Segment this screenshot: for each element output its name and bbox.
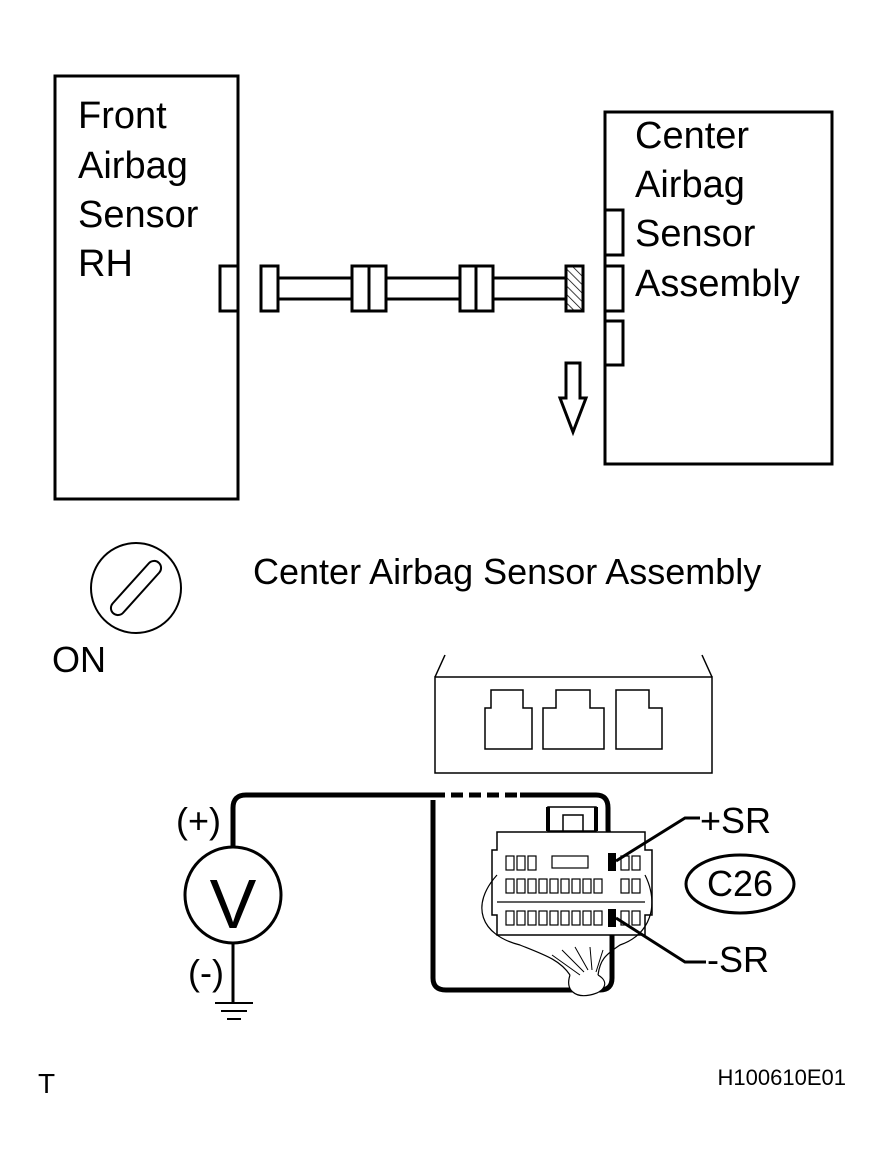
harness-disconnected-connector <box>564 264 585 313</box>
connector-id-badge: C26 <box>684 853 796 915</box>
front-sensor-label-line4: RH <box>78 243 133 285</box>
down-arrow-icon <box>557 361 589 437</box>
harness-junction-connector-2 <box>458 264 495 313</box>
center-airbag-sensor-assembly: Center Airbag Sensor Assembly <box>603 110 834 466</box>
voltmeter-symbol: V <box>210 865 257 943</box>
wire-harness <box>259 264 585 313</box>
voltmeter-positive-label: (+) <box>176 800 221 841</box>
center-sensor-label-line2: Airbag <box>635 164 745 206</box>
harness-junction-connector-1 <box>350 264 388 313</box>
center-sensor-connector-3 <box>603 319 625 367</box>
terminal-plus-sr-probe <box>608 853 616 871</box>
center-sensor-label-line4: Assembly <box>635 263 800 305</box>
center-sensor-label-line1: Center <box>635 115 749 157</box>
voltmeter: V <box>183 845 283 945</box>
corner-mark: T <box>38 1068 55 1099</box>
front-sensor-connector <box>218 264 240 313</box>
front-sensor-label-line2: Airbag <box>78 145 188 187</box>
voltmeter-negative-label: (-) <box>188 952 224 993</box>
figure-code: H100610E01 <box>718 1065 846 1090</box>
terminal-minus-sr-probe <box>608 909 616 927</box>
positive-test-lead <box>230 792 617 861</box>
ground-icon <box>215 943 253 1020</box>
connector-c26 <box>481 806 653 997</box>
front-airbag-sensor-rh: Front Airbag Sensor RH <box>53 74 240 501</box>
ignition-key-icon <box>90 542 182 634</box>
connector-socket-3 <box>615 689 663 750</box>
harness-end-connector-left <box>259 264 280 313</box>
terminal-minus-sr-label: -SR <box>707 939 769 980</box>
front-sensor-label-line3: Sensor <box>78 194 199 236</box>
ignition-on-label: ON <box>52 639 106 680</box>
plus-sr-callout: +SR <box>615 800 771 863</box>
terminal-plus-sr-label: +SR <box>700 800 771 841</box>
center-sensor-label-line3: Sensor <box>635 213 756 255</box>
negative-test-lead <box>430 800 615 993</box>
center-sensor-connector-2 <box>603 264 625 313</box>
minus-sr-callout: -SR <box>615 916 769 980</box>
connector-title: Center Airbag Sensor Assembly <box>253 551 761 592</box>
connector-face-view <box>434 654 713 774</box>
connector-cavities <box>505 855 641 926</box>
connector-id-label: C26 <box>707 863 773 904</box>
connector-socket-1 <box>484 689 533 750</box>
center-sensor-connector-1 <box>603 208 625 257</box>
connector-socket-2 <box>542 689 605 750</box>
front-sensor-label-line1: Front <box>78 95 167 137</box>
